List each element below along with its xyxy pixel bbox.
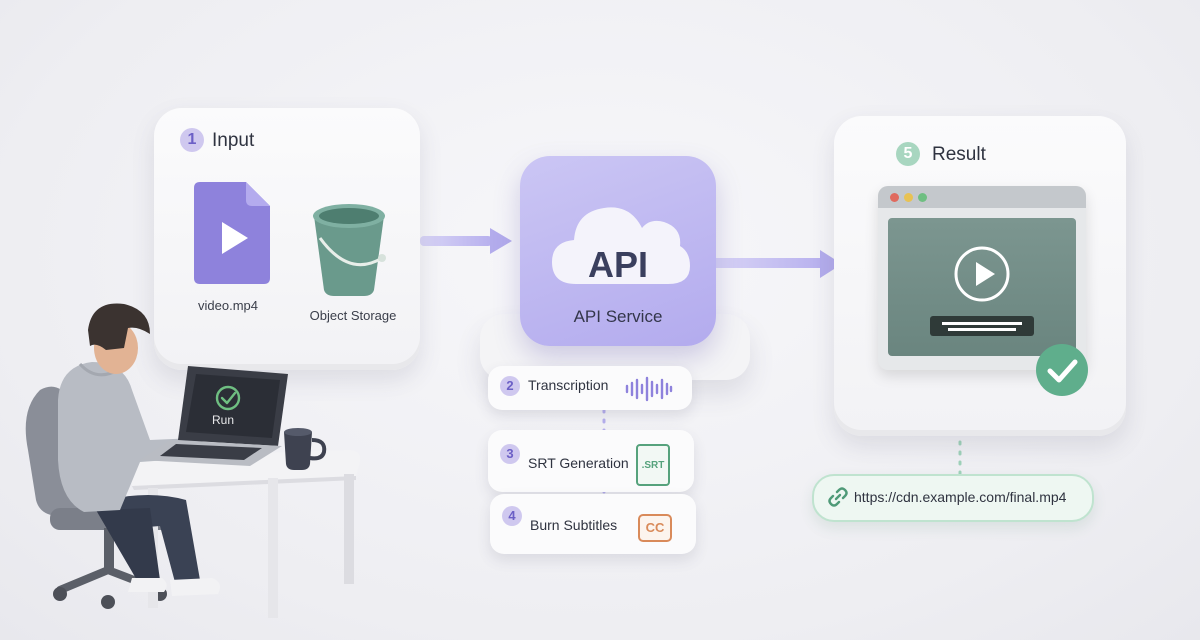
result-url-text[interactable]: https://cdn.example.com/final.mp4 xyxy=(854,489,1067,505)
bucket-icon xyxy=(313,204,386,296)
step-srt-generation[interactable]: 3 SRT Generation .SRT xyxy=(488,430,694,492)
step-label: Transcription xyxy=(528,377,609,393)
cc-icon-text: CC xyxy=(645,520,665,535)
window-minimize-dot xyxy=(904,193,913,202)
input-step-number: 1 xyxy=(180,128,204,152)
step-burn-subtitles[interactable]: 4 Burn Subtitles CC xyxy=(490,494,696,554)
window-close-dot xyxy=(890,193,899,202)
checkmark-badge-icon xyxy=(1036,344,1088,396)
input-title: Input xyxy=(212,130,255,151)
subtitle-line xyxy=(948,328,1016,331)
result-card: 5 Result xyxy=(834,116,1126,436)
srt-icon-text: .SRT xyxy=(641,460,665,471)
step-label: SRT Generation xyxy=(528,455,629,471)
step-label: Burn Subtitles xyxy=(530,517,618,533)
person-at-desk-illustration xyxy=(25,303,361,618)
input-card: 1 Input video.mp4 Object Storage xyxy=(154,108,420,370)
step-number: 4 xyxy=(502,506,522,526)
cc-icon: CC xyxy=(638,514,672,542)
cloud-icon xyxy=(552,207,690,284)
step-number: 3 xyxy=(500,444,520,464)
step-number: 2 xyxy=(500,376,520,396)
api-service-label: API Service xyxy=(573,307,663,326)
browser-titlebar xyxy=(878,186,1086,208)
arrow-api-to-result xyxy=(712,250,842,278)
result-url-pill[interactable]: https://cdn.example.com/final.mp4 xyxy=(812,474,1094,522)
play-icon[interactable] xyxy=(952,244,1012,304)
result-step-number: 5 xyxy=(896,142,920,166)
coffee-mug xyxy=(284,428,327,470)
srt-file-icon: .SRT xyxy=(636,444,670,486)
object-storage-label: Object Storage xyxy=(309,308,397,323)
arrow-input-to-api xyxy=(420,228,512,254)
waveform-icon xyxy=(625,376,673,402)
laptop-check-icon xyxy=(215,385,241,411)
browser-window xyxy=(878,186,1086,370)
link-icon xyxy=(828,487,848,507)
subtitle-bar xyxy=(930,316,1034,336)
video-file-label: video.mp4 xyxy=(198,298,258,313)
video-file-icon xyxy=(194,182,270,284)
laptop xyxy=(140,366,288,466)
window-maximize-dot xyxy=(918,193,927,202)
api-cloud-text: API xyxy=(587,244,648,285)
laptop-run-label: Run xyxy=(212,413,235,427)
result-title: Result xyxy=(932,144,986,165)
video-player[interactable] xyxy=(888,218,1076,356)
api-service-block[interactable]: API API Service xyxy=(520,156,716,346)
step-transcription[interactable]: 2 Transcription xyxy=(488,366,692,410)
subtitle-line xyxy=(942,322,1022,325)
